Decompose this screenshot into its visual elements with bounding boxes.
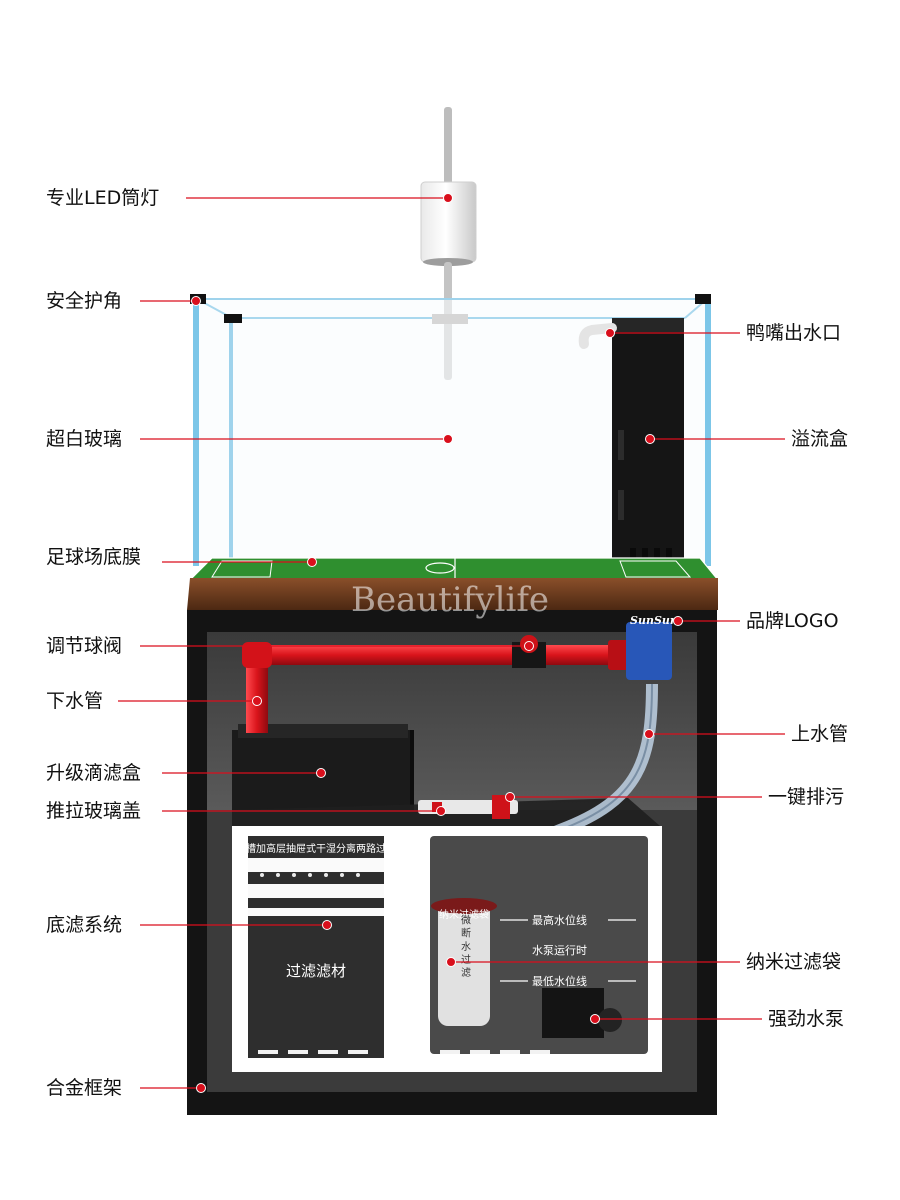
- label-one-key-drain: 一键排污: [768, 786, 845, 808]
- label-soccer-film: 足球场底膜: [46, 546, 142, 568]
- drip-box: [232, 724, 414, 810]
- markers: [191, 193, 683, 1093]
- label-ball-valve: 调节球阀: [46, 635, 123, 657]
- sump-tank: [232, 826, 662, 1072]
- label-corner-guard: 安全护角: [46, 290, 123, 312]
- label-drip-box: 升级滴滤盒: [46, 762, 142, 784]
- pump: [542, 988, 604, 1038]
- label-inlet-pipe: 上水管: [791, 723, 849, 745]
- label-nano-bag: 纳米过滤袋: [746, 951, 842, 973]
- label-drain-pipe: 下水管: [46, 690, 104, 712]
- soccer-field: [188, 557, 720, 581]
- duck-outlet: [578, 323, 617, 349]
- glass-tank: [190, 294, 711, 566]
- label-overflow-box: 溢流盒: [791, 428, 849, 450]
- label-bottom-filter: 底滤系统: [46, 914, 123, 936]
- label-brand-logo: 品牌LOGO: [746, 610, 839, 632]
- water-level-running: 水泵运行时: [532, 944, 587, 957]
- brand-logo: SunSun: [630, 614, 678, 627]
- filter-media-text: 过滤滤材: [286, 962, 346, 980]
- label-pump: 强劲水泵: [768, 1008, 845, 1030]
- label-duck-outlet: 鸭嘴出水口: [746, 322, 842, 344]
- water-level-high: 最高水位线: [532, 913, 587, 927]
- watermark: Beautifylife: [351, 580, 549, 620]
- label-frame: 合金框架: [46, 1077, 123, 1099]
- sump-header-text: 水槽加高层抽屉式干湿分离两路过滤: [236, 842, 396, 855]
- nano-bag-text: 纳米过滤袋: [439, 908, 489, 921]
- label-glass: 超白玻璃: [46, 428, 123, 450]
- wood-top: [187, 578, 718, 610]
- label-sliding-glass: 推拉玻璃盖: [46, 800, 142, 822]
- corner-guard-right: [695, 294, 711, 304]
- leader-lines: [118, 197, 785, 1089]
- water-level-low: 最低水位线: [532, 974, 587, 988]
- label-led-lamp: 专业LED筒灯: [46, 187, 160, 209]
- nano-bag-vertical-text: 微 断 水 过 滤: [459, 913, 471, 978]
